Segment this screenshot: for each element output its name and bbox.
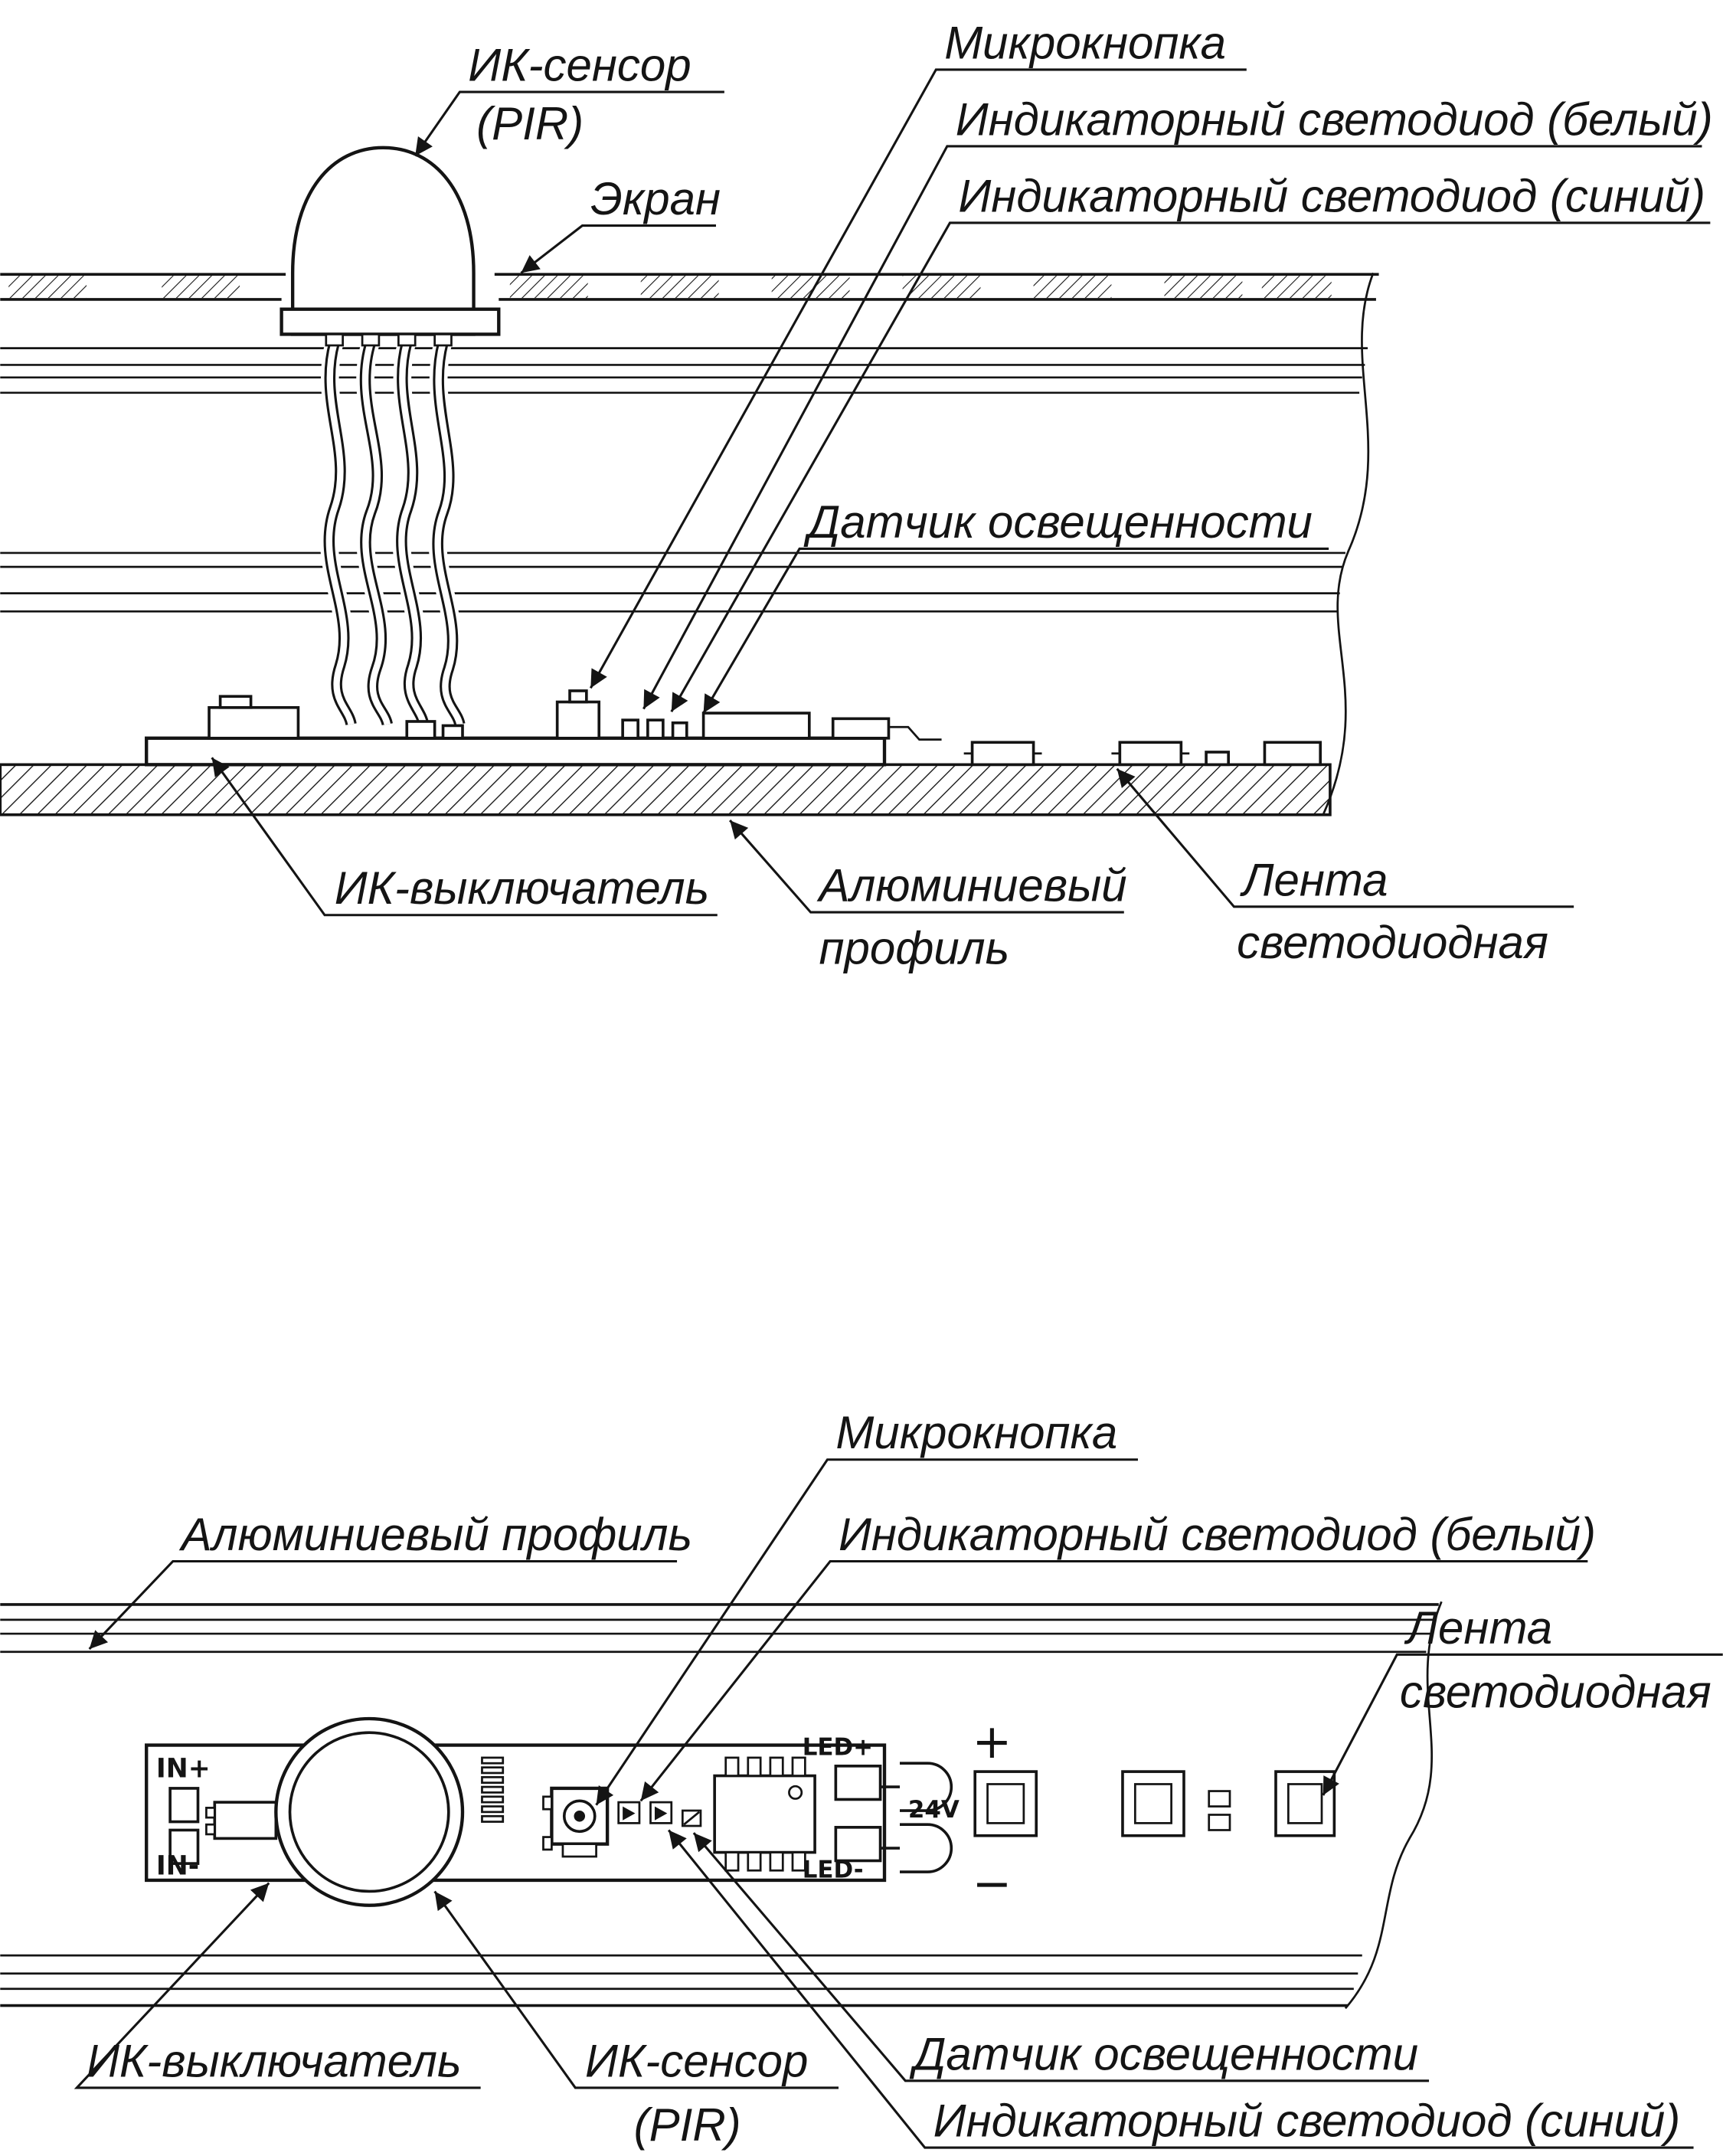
label-ir-sensor-text: ИК-сенсор [468,39,691,90]
pir-sensor-top [274,1716,465,1907]
profile-body-lines [0,347,1368,613]
strip-24v-marking: 24V [908,1796,960,1824]
label-led-blue-text: Индикаторный светодиод (синий) [933,2095,1681,2147]
indicator-led-blue-top [649,1801,673,1824]
pir-sensor-dome [280,146,501,336]
strip-connection-clips: 24V + − [880,1714,1012,1911]
label-light-sensor-top: Датчик освещенности [692,1832,1430,2082]
label-aluminum-profile-top: Алюминиевый профиль [88,1509,692,1651]
break-line-top-view [1344,1601,1443,2010]
label-light-sensor-text: Датчик освещенности [803,496,1313,548]
break-line-side-view [1322,272,1375,816]
strip-minus-marking: − [973,1856,1012,1911]
label-ir-sensor-pir-text: (PIR) [634,2099,741,2151]
ic-side [701,712,811,740]
label-led-strip-text-2: светодиодная [1237,917,1548,968]
micro-button-side [555,689,601,740]
label-microbutton-top: Микрокнопка [595,1407,1138,1806]
input-terminal [205,1801,278,1840]
led-package [1274,1770,1336,1837]
label-ir-switch-text: ИК-выключатель [87,2035,461,2086]
label-led-blue-top: Индикаторный светодиод (синий) [667,1829,1694,2149]
controller-pcb-side [145,689,942,767]
label-ir-sensor-text: ИК-сенсор [585,2035,808,2086]
label-ir-sensor-pir-text: (PIR) [476,98,584,149]
label-light-sensor-text: Датчик освещенности [909,2028,1418,2079]
label-microbutton-text: Микрокнопка [944,17,1226,68]
label-led-blue-text: Индикаторный светодиод (синий) [958,170,1705,221]
screen-panel [0,273,1379,301]
label-ir-switch-top: ИК-выключатель [74,1882,481,2089]
label-aluminum-profile-text-1: Алюминиевый [817,860,1127,911]
aluminum-profile-hatch-band [0,763,1332,816]
label-ir-switch-text: ИК-выключатель [335,862,710,914]
label-led-strip-side: Лента светодиодная [1116,767,1574,968]
label-led-white-text: Индикаторный светодиод (белый) [956,93,1713,145]
controller-pcb-top: IN+ IN- [145,1716,887,1907]
label-led-white-side: Индикаторный светодиод (белый) [642,93,1713,710]
indicator-leds-side [621,718,665,740]
pcb-led-plus-marking: LED+ [803,1733,873,1761]
light-sensor-side [671,721,688,740]
label-aluminum-profile-side: Алюминиевый профиль [728,820,1127,973]
pin-ladder [481,1756,505,1823]
label-aluminum-profile-text-2: профиль [819,922,1010,973]
pcb-in-minus-marking: IN- [156,1851,199,1882]
label-led-strip-text-1: Лента [1239,854,1388,905]
label-screen-text: Экран [590,173,721,224]
label-led-white-text: Индикаторный светодиод (белый) [839,1509,1596,1560]
pcb-led-minus-marking: LED- [803,1856,864,1883]
strip-resistor [1208,1790,1231,1831]
side-view-drawing: ИК-сенсор (PIR) Экран Микрокнопка Индика… [0,17,1713,973]
strip-plus-marking: + [973,1714,1012,1769]
label-led-strip-text-2: светодиодная [1400,1666,1712,1717]
label-ir-sensor-side: ИК-сенсор (PIR) [414,39,724,157]
led-strip-top [973,1770,1336,1837]
led-strip-side [963,741,1322,767]
led-package [973,1770,1038,1837]
label-screen: Экран [520,173,721,274]
label-led-white-top: Индикаторный светодиод (белый) [639,1509,1596,1802]
label-led-strip-text-1: Лента [1404,1602,1552,1654]
label-ir-sensor-top: ИК-сенсор (PIR) [433,1890,839,2151]
led-package [1121,1770,1185,1837]
pcb-in-plus-marking: IN+ [156,1753,211,1784]
label-led-blue-side: Индикаторный светодиод (синий) [670,170,1711,713]
label-aluminum-profile-text: Алюминиевый профиль [179,1509,692,1560]
label-ir-switch-side: ИК-выключатель [211,757,718,917]
sensor-wires [319,333,469,727]
indicator-led-white-top [617,1801,641,1824]
top-view-drawing: IN+ IN- [0,1407,1723,2151]
label-microbutton-text: Микрокнопка [835,1407,1117,1458]
label-light-sensor-side: Датчик освещенности [702,496,1329,714]
label-led-strip-top: Лента светодиодная [1322,1602,1723,1796]
profile-edge-lines [0,1603,1439,2007]
label-microbutton-side: Микрокнопка [589,17,1247,689]
light-sensor-top [681,1809,702,1827]
ic-top [713,1756,816,1872]
